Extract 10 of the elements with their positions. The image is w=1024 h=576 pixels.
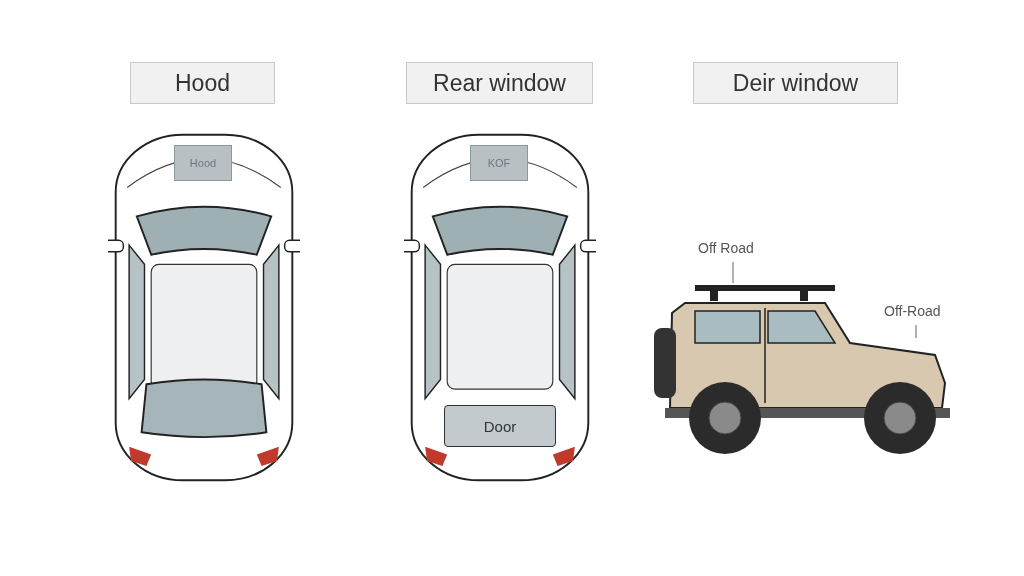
rear-window-panel: Door (444, 405, 556, 447)
heading-box: Rear window (406, 62, 593, 104)
leader-line (915, 324, 917, 339)
leader-line (732, 261, 734, 284)
callout-label: Off Road (698, 240, 768, 260)
hood-panel: Hood (174, 145, 232, 181)
callout-label: Off-Road (884, 303, 948, 323)
heading-box: Deir window (693, 62, 898, 104)
hood-panel: KOF (470, 145, 528, 181)
heading-box: Hood (130, 62, 275, 104)
